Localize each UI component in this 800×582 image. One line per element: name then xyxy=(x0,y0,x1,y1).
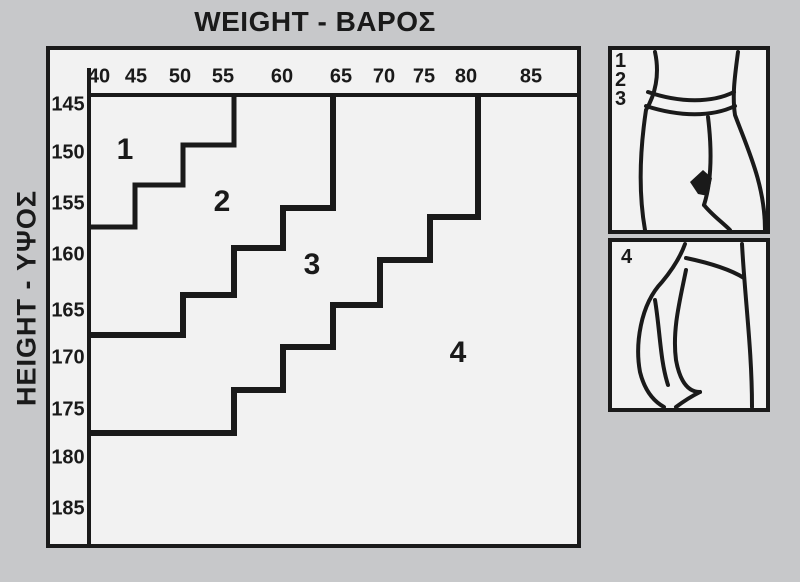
zone-label-2: 2 xyxy=(213,185,231,218)
height-tick-150: 150 xyxy=(51,141,85,164)
height-tick-155: 155 xyxy=(51,192,85,215)
height-tick-185: 185 xyxy=(51,497,85,520)
height-tick-170: 170 xyxy=(51,346,85,369)
weight-tick-65: 65 xyxy=(329,65,353,88)
zone-label-3: 3 xyxy=(303,248,321,281)
height-tick-180: 180 xyxy=(51,446,85,469)
figure-top-label-3: 3 xyxy=(615,88,627,110)
zone-boundary-3-4 xyxy=(89,95,481,436)
zone-boundary-2-3 xyxy=(89,95,336,338)
zone-boundary-1-2 xyxy=(89,95,237,230)
weight-tick-75: 75 xyxy=(412,65,436,88)
briefs-front-illustration xyxy=(638,50,767,232)
figure-top-label-1: 1 xyxy=(615,50,627,72)
weight-tick-40: 40 xyxy=(87,65,111,88)
weight-tick-60: 60 xyxy=(270,65,294,88)
height-tick-175: 175 xyxy=(51,398,85,421)
weight-tick-55: 55 xyxy=(211,65,235,88)
figure-top-size-labels: 1 2 3 xyxy=(615,50,627,110)
briefs-shading xyxy=(690,170,712,196)
weight-tick-70: 70 xyxy=(372,65,396,88)
weight-tick-50: 50 xyxy=(168,65,192,88)
height-tick-160: 160 xyxy=(51,243,85,266)
weight-tick-45: 45 xyxy=(124,65,148,88)
weight-tick-85: 85 xyxy=(519,65,543,88)
figure-panel-top xyxy=(608,46,770,234)
height-tick-145: 145 xyxy=(51,93,85,116)
chart-title: WEIGHT - ΒΑΡΟΣ xyxy=(194,6,436,37)
height-tick-165: 165 xyxy=(51,299,85,322)
zone-label-4: 4 xyxy=(449,336,467,369)
weight-tick-80: 80 xyxy=(454,65,478,88)
chart-panel xyxy=(46,46,581,548)
briefs-back-illustration xyxy=(636,242,754,409)
figure-bottom-size-label: 4 xyxy=(621,246,633,268)
figure-top-label-2: 2 xyxy=(615,69,627,91)
zone-label-1: 1 xyxy=(116,133,134,166)
